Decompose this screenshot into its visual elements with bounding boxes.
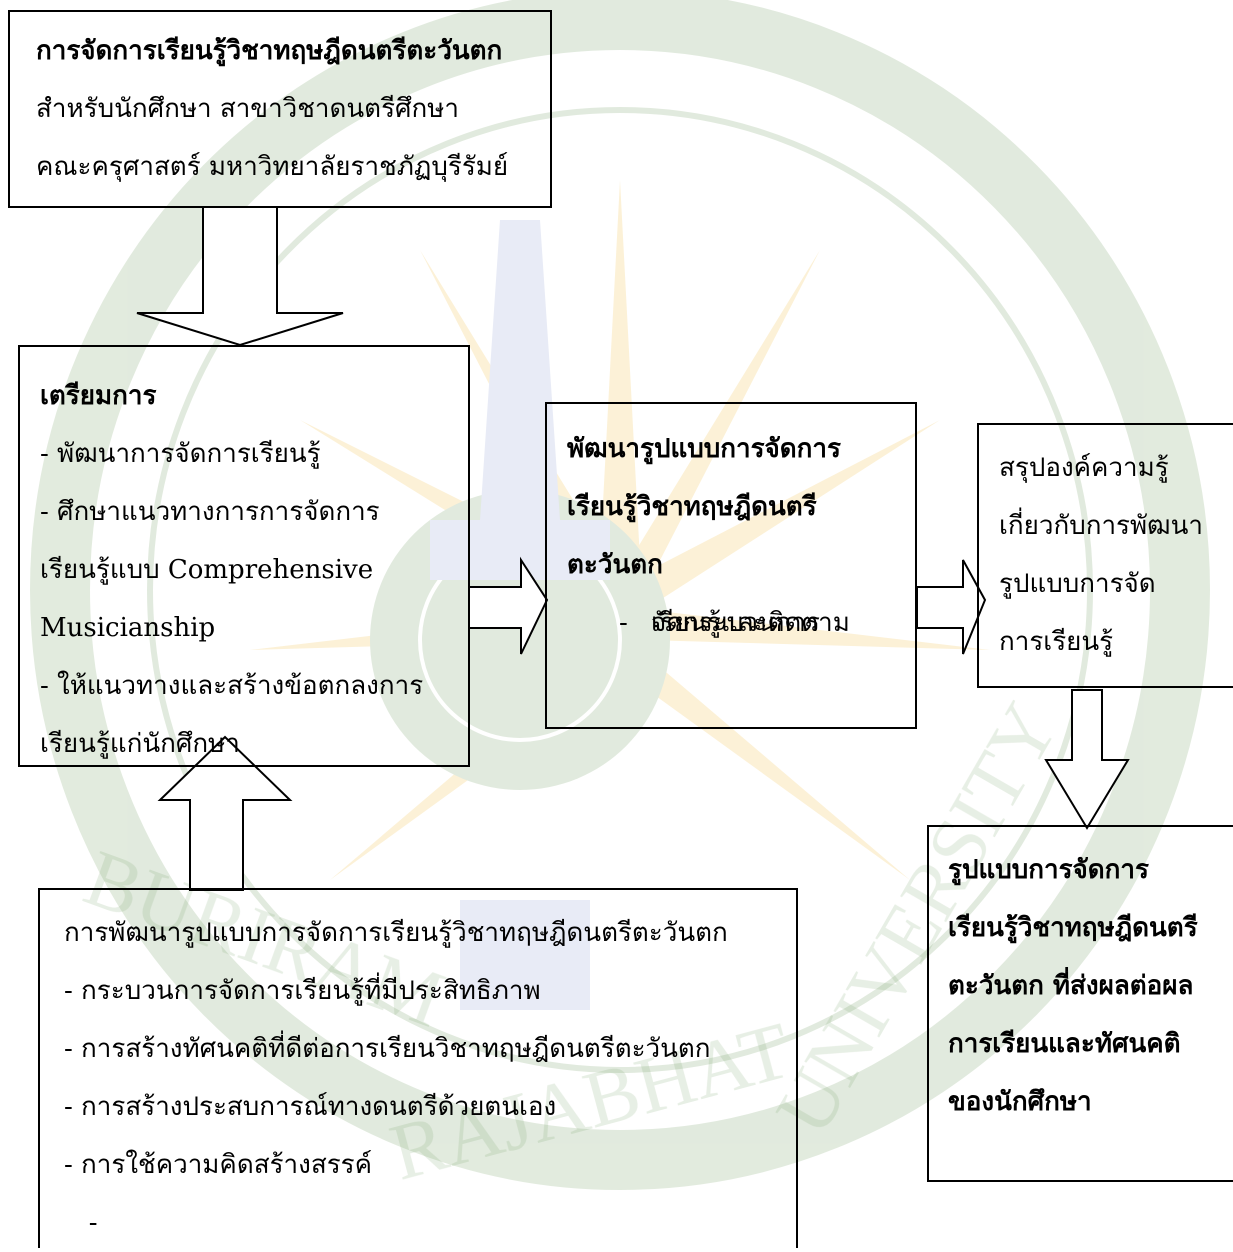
preparation-title: เตรียมการ — [40, 381, 157, 411]
model-line: รูปแบบการจัดการ — [948, 855, 1149, 885]
factors-item: - กระบวนการจัดการเรียนรู้ที่มีประสิทธิภา… — [64, 976, 541, 1006]
development-item-text: จัดกระบวนการ — [651, 608, 820, 638]
box-development-factors: การพัฒนารูปแบบการจัดการเรียนรู้วิชาทฤษฎี… — [38, 888, 798, 1248]
summary-line: การเรียนรู้ — [999, 627, 1114, 657]
box-preparation: เตรียมการ - พัฒนาการจัดการเรียนรู้ - ศึก… — [18, 345, 470, 767]
arrow-right-develop-summary — [916, 559, 987, 655]
factors-title: การพัฒนารูปแบบการจัดการเรียนรู้วิชาทฤษฎี… — [64, 918, 728, 948]
preparation-item: - ให้แนวทางและสร้างข้อตกลงการ — [40, 671, 424, 701]
factors-item: - การใช้ความคิดสร้างสรรค์ — [64, 1150, 373, 1180]
flow-arrows — [136, 206, 1130, 891]
preparation-item: - ศึกษาแนวทางการการจัดการ — [40, 497, 380, 527]
box-knowledge-summary: สรุปองค์ความรู้ เกี่ยวกับการพัฒนา รูปแบบ… — [977, 423, 1233, 688]
development-title-line: เรียนรู้วิชาทฤษฎีดนตรี — [567, 492, 817, 522]
arrow-up-bottom — [157, 735, 293, 891]
box-learning-model: รูปแบบการจัดการ เรียนรู้วิชาทฤษฎีดนตรี ต… — [927, 825, 1233, 1182]
development-item-text: เรียนรู้และติดตาม — [651, 608, 850, 638]
arrow-right-prepare-develop — [468, 556, 549, 655]
model-line: เรียนรู้วิชาทฤษฎีดนตรี — [948, 913, 1198, 943]
summary-line: รูปแบบการจัด — [999, 569, 1156, 599]
factors-item: - — [64, 1208, 98, 1238]
course-title: การจัดการเรียนรู้วิชาทฤษฎีดนตรีตะวันตก — [36, 36, 503, 66]
development-item-dash: - — [619, 608, 628, 638]
model-line: ของนักศึกษา — [948, 1087, 1092, 1117]
model-line: การเรียนและทัศนคติ — [948, 1029, 1181, 1059]
preparation-item: เรียนรู้แบบ Comprehensive — [40, 555, 374, 585]
course-audience: สำหรับนักศึกษา สาขาวิชาดนตรีศึกษา — [36, 94, 460, 124]
arrow-down-top — [136, 206, 344, 347]
factors-item: - การสร้างประสบการณ์ทางดนตรีด้วยตนเอง — [64, 1092, 557, 1122]
preparation-item: Musicianship — [40, 613, 216, 643]
development-title-line: ตะวันตก — [567, 550, 663, 580]
summary-line: เกี่ยวกับการพัฒนา — [999, 511, 1204, 541]
development-title-line: พัฒนารูปแบบการจัดการ — [567, 434, 841, 464]
factors-item: - การสร้างทัศนคติที่ดีต่อการเรียนวิชาทฤษ… — [64, 1034, 711, 1064]
box-course-title: การจัดการเรียนรู้วิชาทฤษฎีดนตรีตะวันตก ส… — [8, 10, 552, 208]
course-faculty: คณะครุศาสตร์ มหาวิทยาลัยราชภัฏบุรีรัมย์ — [36, 152, 509, 182]
summary-line: สรุปองค์ความรู้ — [999, 453, 1169, 483]
arrow-down-summary-model — [1044, 689, 1130, 830]
preparation-item: - พัฒนาการจัดการเรียนรู้ — [40, 439, 321, 469]
model-line: ตะวันตก ที่ส่งผลต่อผล — [948, 971, 1194, 1001]
preparation-item: เรียนรู้แก่นักศึกษา — [40, 729, 240, 759]
box-model-development: พัฒนารูปแบบการจัดการ เรียนรู้วิชาทฤษฎีดน… — [545, 402, 917, 729]
